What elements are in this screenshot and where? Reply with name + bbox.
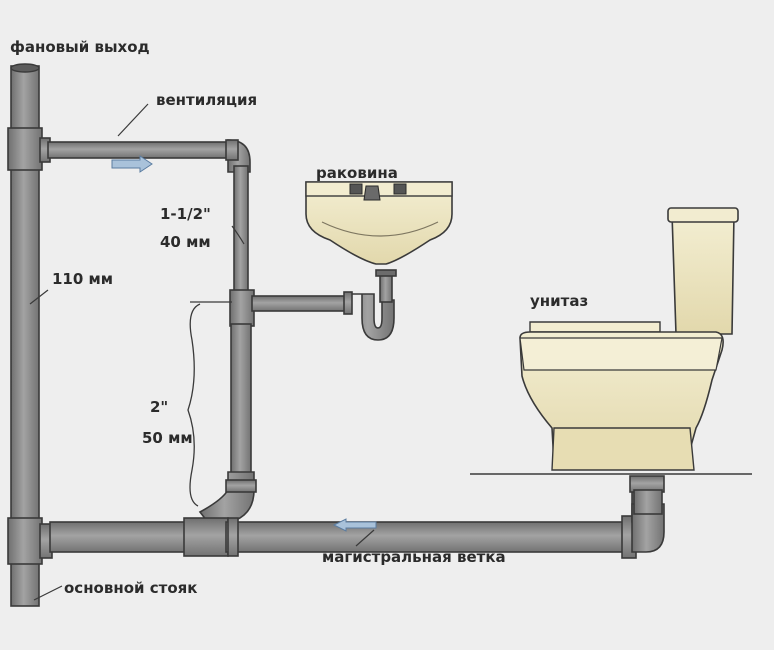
label-branch-size-in: 1-1/2": [160, 205, 211, 223]
label-drain-size-in: 2": [150, 398, 168, 416]
label-vent-outlet: фановый выход: [10, 38, 150, 56]
main-branch-pipe: [49, 475, 665, 559]
flow-arrow-icon: [111, 155, 153, 173]
main-riser: [7, 63, 53, 607]
label-sink: раковина: [316, 164, 398, 182]
label-ventilation: вентиляция: [156, 91, 257, 109]
flow-arrow-icon: [332, 518, 377, 532]
sink-drain-pipe: [251, 269, 397, 341]
label-riser-size: 110 мм: [52, 270, 113, 288]
dimension-brace: [187, 301, 232, 507]
branch-riser: [198, 165, 257, 531]
toilet-icon: [519, 207, 739, 471]
label-toilet: унитаз: [530, 292, 588, 310]
leader-lines: [29, 103, 375, 601]
label-main-riser: основной стояк: [64, 579, 197, 597]
label-drain-size-mm: 50 мм: [142, 429, 193, 447]
label-main-branch: магистральная ветка: [322, 548, 506, 566]
sink-icon: [305, 181, 453, 265]
label-branch-size-mm: 40 мм: [160, 233, 211, 251]
ventilation-pipe: [47, 139, 251, 173]
